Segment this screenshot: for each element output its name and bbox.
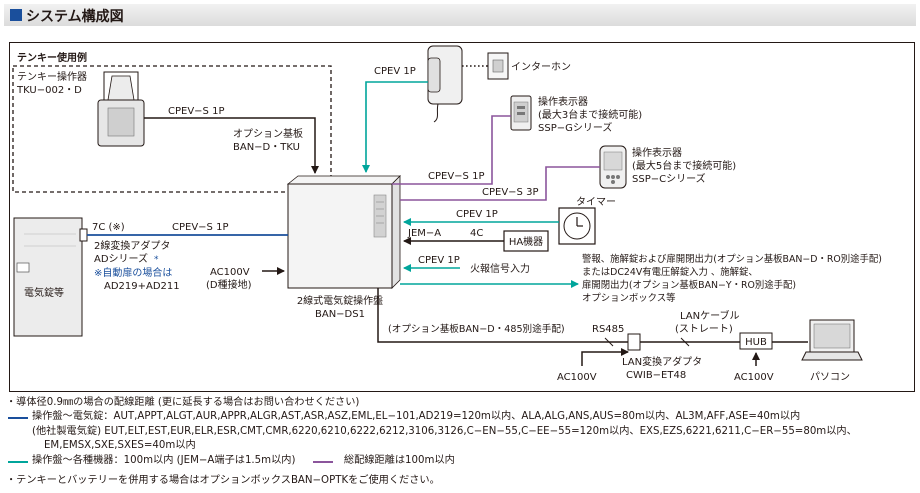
ac100v-hub-label: AC100V xyxy=(734,372,774,383)
adapter-label-2: ADシリーズ xyxy=(94,252,148,265)
ac100v-panel-label-2: (D種接地) xyxy=(206,278,252,291)
ssp-g-cable-line xyxy=(392,115,511,185)
system-diagram: テンキー使用例 テンキー操作器 TKU−002・D CPEV−S 1P オプショ… xyxy=(12,45,882,383)
rs485-label: RS485 xyxy=(592,324,624,335)
lan-adapter-label-2: CWIB−ET48 xyxy=(626,370,686,381)
output-label-1: 警報、施解錠および扉開閉出力(オプション基板BAN−D・RO別途手配) xyxy=(582,253,882,265)
control-panel-icon xyxy=(286,175,401,289)
diagram-frame xyxy=(9,42,915,392)
timer-icon xyxy=(558,207,596,245)
teal-line-legend xyxy=(8,460,28,463)
hub-box xyxy=(739,332,773,350)
ssp-g-label-2: (最大3台まで接続可能) xyxy=(538,108,642,121)
lock-label: 電気錠等 xyxy=(24,286,64,299)
fire-cable-label: CPEV 1P xyxy=(418,255,460,266)
output-label-2: またはDC24V有電圧解錠入力 、施解錠、 xyxy=(582,266,758,278)
timer-cable-label: CPEV 1P xyxy=(456,209,498,220)
option-board-label-1: オプション基板 xyxy=(233,127,303,140)
ac100v-adapter-label: AC100V xyxy=(557,372,597,383)
adapter-plug-icon xyxy=(79,228,88,242)
ha-device-box xyxy=(503,230,549,252)
cable-7c-label: 7C (※) xyxy=(92,222,125,233)
pc-icon xyxy=(801,319,863,361)
rs485-line xyxy=(377,288,628,343)
blue-line-legend xyxy=(8,417,28,420)
option-485-label: (オプション基板BAN−D・485別途手配) xyxy=(388,323,565,335)
lan-cable-label-2: (ストレート) xyxy=(675,324,733,335)
lan-adapter-label-1: LAN変換アダプタ xyxy=(622,355,702,368)
intercom-label: インターホン xyxy=(511,61,571,73)
tenkey-cable-line xyxy=(144,117,319,174)
ssp-g-cable-label: CPEV−S 1P xyxy=(428,171,484,182)
tenkey-example-label: テンキー使用例 xyxy=(17,51,87,64)
note-distance-heading: ・導体径0.9㎜の場合の配線距離 (更に延長する場合はお問い合わせください) xyxy=(6,397,360,408)
note-devices-distance: 操作盤〜各種機器：100m以内 (JEM−A端子は1.5m以内) 総配線距離は1… xyxy=(6,454,914,468)
note-other-locks: (他社製電気錠) EUT,ELT,EST,EUR,ELR,ESR,CMT,CMR… xyxy=(32,425,857,437)
intercom-cable-label: CPEV 1P xyxy=(374,66,416,77)
panel-label-2: BAN−DS1 xyxy=(315,309,365,320)
section-title: システム構成図 xyxy=(26,9,124,25)
ssp-g-label-1: 操作表示器 xyxy=(538,95,588,108)
ssp-c-cable-label: CPEV−S 3P xyxy=(482,187,538,198)
option-board-label-2: BAN−D・TKU xyxy=(233,142,300,153)
four-c-label: 4C xyxy=(470,228,483,239)
ssp-c-cable-line xyxy=(400,166,600,201)
adapter-asterisk: * xyxy=(154,255,159,265)
intercom-icon xyxy=(487,52,509,80)
lan-cable-label-1: LANケーブル xyxy=(680,309,740,322)
hub-label: HUB xyxy=(745,337,767,348)
adapter-label-1: 2線変換アダプタ xyxy=(94,239,170,252)
lan-slash xyxy=(680,337,690,347)
jem-a-label: JEM−A xyxy=(407,228,441,239)
tenkey-example-box xyxy=(12,65,332,193)
rs485-slash xyxy=(604,337,614,347)
note-other-locks-cont: EM,EMSX,SXE,SXES=40m以内 xyxy=(44,440,196,452)
ac100v-adapter-line xyxy=(581,348,629,366)
auto-door-label-2: AD219+AD211 xyxy=(104,281,180,292)
ssp-c-display-icon xyxy=(599,145,627,189)
tenkey-unit-label-1: テンキー操作器 xyxy=(17,70,87,83)
fire-signal-label: 火報信号入力 xyxy=(470,262,530,275)
ssp-g-label-3: SSP−Gシリーズ xyxy=(538,121,612,134)
tenkey-unit-icon xyxy=(97,71,145,147)
ssp-c-label-1: 操作表示器 xyxy=(632,146,682,159)
lock-cable-label: CPEV−S 1P xyxy=(172,222,228,233)
ssp-c-label-3: SSP−Cシリーズ xyxy=(632,172,706,185)
ssp-g-display-icon xyxy=(510,95,532,131)
notes-section: ・導体径0.9㎜の場合の配線距離 (更に延長する場合はお問い合わせください) 操… xyxy=(6,396,914,488)
pc-label: パソコン xyxy=(810,371,850,383)
section-header: システム構成図 xyxy=(4,4,916,26)
intercom-handset-icon xyxy=(427,45,463,123)
ssp-c-label-2: (最大5台まで接続可能) xyxy=(632,159,736,172)
note-lock-distance: 操作盤〜電気錠：AUT,APPT,ALGT,AUR,APPR,ALGR,AST,… xyxy=(6,410,914,424)
header-square-icon xyxy=(10,9,22,21)
electric-lock-icon xyxy=(13,217,83,337)
note-battery: ・テンキーとバッテリーを併用する場合はオプションボックスBAN−OPTKをご使用… xyxy=(6,475,440,487)
tenkey-cable-label: CPEV−S 1P xyxy=(168,106,224,117)
intercom-cable-line xyxy=(362,81,428,173)
ac100v-panel-label-1: AC100V xyxy=(210,267,250,278)
ha-device-label: HA機器 xyxy=(509,235,543,248)
panel-label-1: 2線式電気錠操作盤 xyxy=(297,294,383,307)
timer-label: タイマー xyxy=(576,196,616,208)
auto-door-label-1: ※自動扉の場合は xyxy=(94,266,172,279)
lan-adapter-icon xyxy=(627,333,641,351)
output-label-3: 扉開閉出力(オプション基板BAN−Y・RO別途手配) xyxy=(582,279,796,291)
purple-line-legend xyxy=(312,460,333,463)
tenkey-unit-label-2: TKU−002・D xyxy=(16,85,82,96)
output-label-4: オプションボックス等 xyxy=(582,292,675,304)
